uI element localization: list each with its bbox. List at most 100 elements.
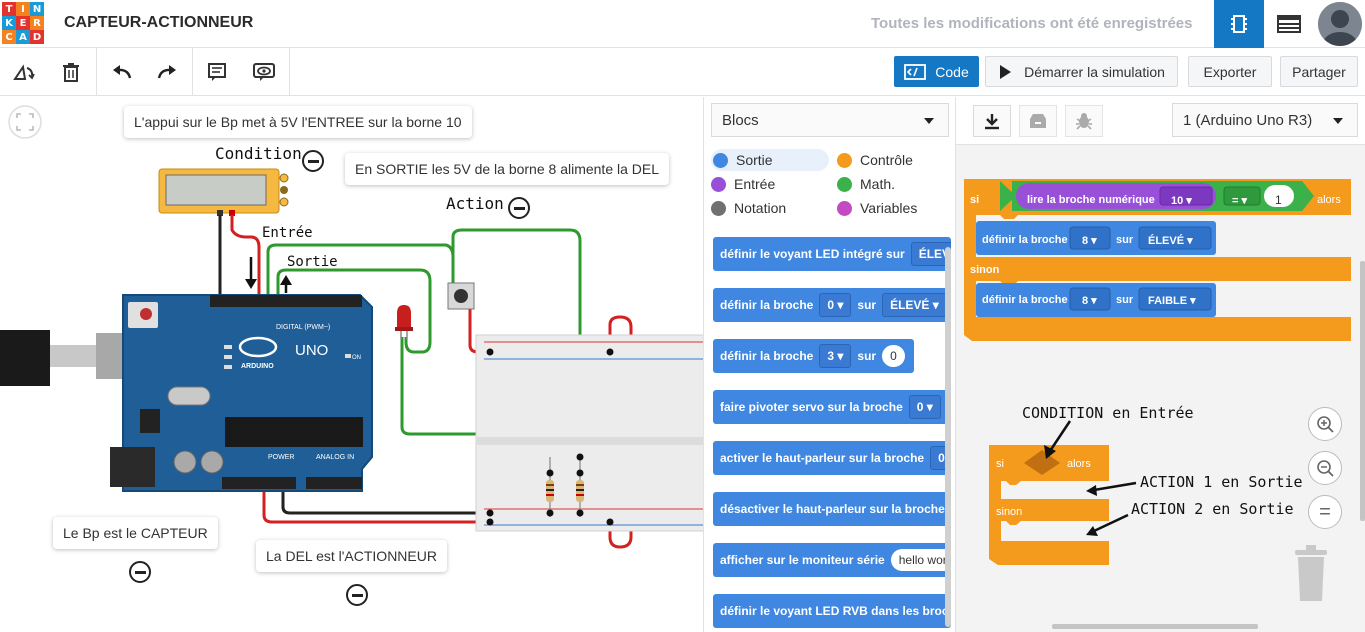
block-value-input[interactable]: 0: [882, 345, 905, 367]
category-math[interactable]: Math.: [837, 173, 955, 195]
template-if-else-block[interactable]: [989, 445, 1109, 565]
note-capteur[interactable]: Le Bp est le CAPTEUR: [53, 517, 218, 549]
push-button[interactable]: [447, 282, 475, 310]
block-dropdown[interactable]: 0 ▾: [908, 395, 941, 419]
logo-letter: R: [30, 16, 44, 30]
blocks-scrollbar[interactable]: [945, 247, 951, 627]
collapse-note-icon[interactable]: [346, 584, 368, 606]
set-pin-1-dropdown[interactable]: 8 ▾: [1082, 235, 1097, 247]
code-editor: 1 (Arduino Uno R3): [955, 97, 1365, 632]
if-else-block[interactable]: [964, 179, 1351, 341]
export-button[interactable]: Exporter: [1188, 56, 1272, 87]
note-led-output[interactable]: En SORTIE les 5V de la borne 8 alimente …: [345, 153, 670, 185]
blocks-workspace[interactable]: [956, 145, 1365, 632]
code-button[interactable]: Code: [894, 56, 979, 87]
category-color-dot: [711, 176, 726, 192]
logo-letter: E: [16, 16, 30, 30]
toggle-notes-visibility-button[interactable]: [250, 58, 278, 86]
download-code-button[interactable]: [973, 105, 1011, 137]
set-pin-2-dropdown[interactable]: 8 ▾: [1082, 295, 1097, 307]
palette-block[interactable]: désactiver le haut-parleur sur la broche…: [713, 492, 951, 526]
workspace-trash-icon[interactable]: [1295, 545, 1327, 601]
debugger-button[interactable]: [1065, 105, 1103, 137]
share-button[interactable]: Partager: [1280, 56, 1358, 87]
wire-red-power[interactable]: [262, 485, 490, 524]
read-pin-dropdown[interactable]: 10 ▾: [1171, 195, 1192, 207]
category-notation[interactable]: Notation: [711, 197, 829, 219]
note-actionneur[interactable]: La DEL est l'ACTIONNEUR: [256, 540, 447, 572]
template-if-label: si: [996, 458, 1004, 470]
set-value-2-dropdown[interactable]: FAIBLE ▾: [1148, 295, 1196, 307]
libraries-button[interactable]: [1019, 105, 1057, 137]
zoom-in-button[interactable]: [1308, 407, 1342, 441]
circuit-canvas[interactable]: UNO ARDUINO DIGITAL (PWM~) POWER ANALOG …: [0, 97, 703, 632]
compare-value-input[interactable]: 1: [1275, 193, 1282, 207]
workspace-h-scrollbar[interactable]: [1052, 624, 1258, 629]
collapse-note-icon[interactable]: [508, 197, 530, 219]
block-dropdown[interactable]: ÉLEVÉ ▾: [882, 293, 947, 317]
zoom-reset-button[interactable]: =: [1308, 495, 1342, 529]
block-value-input[interactable]: hello world: [890, 549, 951, 571]
block-dropdown[interactable]: 0 ▾: [819, 293, 852, 317]
category-color-dot: [711, 200, 726, 216]
caret-down-icon: [1333, 118, 1343, 124]
collapse-note-icon[interactable]: [129, 561, 151, 583]
breadboard[interactable]: [475, 334, 703, 532]
arduino-uno[interactable]: UNO ARDUINO DIGITAL (PWM~) POWER ANALOG …: [110, 294, 373, 492]
set-pin-2-value: 8: [1082, 295, 1089, 307]
category-sortie[interactable]: Sortie: [711, 149, 829, 171]
palette-block[interactable]: définir le voyant LED RVB dans les broch…: [713, 594, 951, 628]
block-dropdown[interactable]: 3 ▾: [819, 344, 852, 368]
wire-red-meter[interactable]: [230, 215, 261, 302]
resistor-2[interactable]: [576, 457, 584, 517]
resistor-1[interactable]: [546, 457, 554, 517]
label-sortie: Sortie: [287, 254, 338, 270]
note-button-input[interactable]: L'appui sur le Bp met à 5V l'ENTREE sur …: [124, 106, 472, 138]
user-avatar[interactable]: [1318, 2, 1362, 46]
component-list-button[interactable]: [1264, 0, 1314, 48]
circuit-view-button[interactable]: [1214, 0, 1264, 48]
note-icon: [208, 63, 226, 81]
block-dropdown[interactable]: ÉLEVÉ ▾: [910, 242, 951, 266]
annotation-action-2: ACTION 2 en Sortie: [1131, 500, 1294, 518]
start-simulation-button[interactable]: Démarrer la simulation: [985, 56, 1178, 87]
device-select[interactable]: 1 (Arduino Uno R3): [1172, 103, 1358, 137]
collapse-note-icon[interactable]: [302, 150, 324, 172]
rotate-button[interactable]: [10, 58, 38, 86]
category-contrle[interactable]: Contrôle: [837, 149, 955, 171]
wire-green-output[interactable]: [276, 268, 432, 354]
project-title[interactable]: CAPTEUR-ACTIONNEUR: [64, 14, 254, 31]
label-action: Action: [446, 194, 504, 213]
block-text: définir le voyant LED RVB dans les broch…: [720, 604, 951, 618]
fit-view-icon[interactable]: [8, 105, 42, 139]
delete-button[interactable]: [57, 58, 85, 86]
block-text: activer le haut-parleur sur la broche: [720, 451, 925, 465]
board-power-label: POWER: [268, 454, 294, 461]
zoom-out-button[interactable]: [1308, 451, 1342, 485]
code-mode-value: Blocs: [722, 111, 759, 129]
workspace-v-scrollbar[interactable]: [1360, 261, 1365, 521]
category-entre[interactable]: Entrée: [711, 173, 829, 195]
undo-button[interactable]: [107, 58, 135, 86]
code-icon: [904, 63, 927, 80]
wire-black-gnd[interactable]: [281, 485, 490, 515]
code-mode-select[interactable]: Blocs: [711, 103, 949, 137]
compare-op-value: =: [1232, 195, 1239, 207]
redo-button[interactable]: [154, 58, 182, 86]
compare-op-dropdown[interactable]: = ▾: [1232, 195, 1248, 207]
category-label: Math.: [860, 176, 896, 192]
notes-button[interactable]: [203, 58, 231, 86]
red-led[interactable]: [395, 305, 413, 339]
multimeter[interactable]: [158, 168, 289, 216]
wire-green-button[interactable]: [451, 228, 582, 457]
set-value-1-dropdown[interactable]: ÉLEVÉ ▾: [1148, 235, 1193, 247]
category-variables[interactable]: Variables: [837, 197, 955, 219]
